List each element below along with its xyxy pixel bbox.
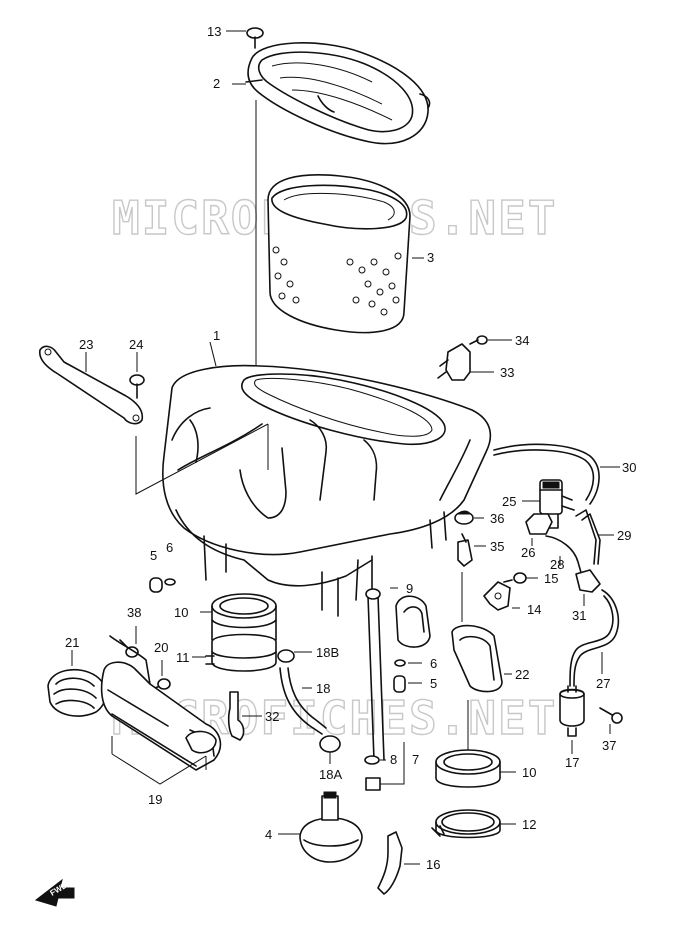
label-20: 20 <box>154 640 168 655</box>
label-5a: 5 <box>150 548 157 563</box>
label-10a: 10 <box>174 605 188 620</box>
label-13: 13 <box>207 24 221 39</box>
label-15: 15 <box>544 571 558 586</box>
label-11: 11 <box>176 650 190 665</box>
label-34: 34 <box>515 333 529 348</box>
part-11-clamp-left[interactable] <box>192 633 277 672</box>
label-8: 8 <box>390 752 397 767</box>
part-4-actuator[interactable] <box>278 791 363 863</box>
label-36: 36 <box>490 511 504 526</box>
part-28-pipe[interactable] <box>545 535 583 577</box>
part-26-clamp[interactable] <box>525 513 553 546</box>
label-18a: 18A <box>319 767 342 782</box>
label-6b: 6 <box>430 656 437 671</box>
label-16: 16 <box>426 857 440 872</box>
part-13-screw[interactable] <box>226 27 264 49</box>
part-6-clip-left[interactable] <box>164 578 176 586</box>
part-18b-cap[interactable] <box>277 649 312 663</box>
part-33-holder[interactable] <box>437 343 494 381</box>
label-31: 31 <box>572 608 586 623</box>
label-14: 14 <box>527 602 541 617</box>
filter-mesh-texture <box>272 246 402 316</box>
label-29: 29 <box>617 528 631 543</box>
label-2: 2 <box>213 76 220 91</box>
label-18: 18 <box>316 681 330 696</box>
label-23: 23 <box>79 337 93 352</box>
part-15-bolt[interactable] <box>503 572 538 584</box>
label-28: 28 <box>550 557 564 572</box>
part-3-filter-element[interactable] <box>267 174 424 334</box>
label-10b: 10 <box>522 765 536 780</box>
part-2-cover[interactable] <box>232 42 431 380</box>
label-6a: 6 <box>166 540 173 555</box>
part-10-joint-left[interactable] <box>200 593 277 641</box>
part-21-boot[interactable] <box>47 650 107 717</box>
part-19-inlet-duct[interactable] <box>100 635 222 785</box>
label-21: 21 <box>65 635 79 650</box>
label-4: 4 <box>265 827 272 842</box>
label-1: 1 <box>213 328 220 343</box>
label-7: 7 <box>412 752 419 767</box>
part-29-hose[interactable] <box>575 509 614 565</box>
part-5-collar-right[interactable] <box>393 675 422 693</box>
label-9: 9 <box>406 581 413 596</box>
fwd-arrow-icon: FWD <box>34 878 75 907</box>
label-38: 38 <box>127 605 141 620</box>
label-35: 35 <box>490 539 504 554</box>
part-37-screw[interactable] <box>599 707 623 734</box>
label-17: 17 <box>565 755 579 770</box>
label-26: 26 <box>521 545 535 560</box>
part-1-air-cleaner-box[interactable] <box>135 341 492 617</box>
label-32: 32 <box>265 709 279 724</box>
part-18-hose[interactable] <box>279 667 327 735</box>
label-19: 19 <box>148 792 162 807</box>
part-18a-clamp[interactable] <box>319 735 341 764</box>
label-5b: 5 <box>430 676 437 691</box>
part-24-bolt[interactable] <box>129 352 145 399</box>
label-12: 12 <box>522 817 536 832</box>
label-24: 24 <box>129 337 143 352</box>
part-23-bracket[interactable] <box>38 345 144 425</box>
label-37: 37 <box>602 738 616 753</box>
label-18b: 18B <box>316 645 339 660</box>
part-25-valve[interactable] <box>522 479 575 529</box>
part-7-drain-tube[interactable] <box>365 588 405 791</box>
part-34-screw[interactable] <box>469 335 512 345</box>
part-17-check-valve[interactable] <box>559 685 585 754</box>
label-3: 3 <box>427 250 434 265</box>
label-27: 27 <box>596 676 610 691</box>
part-12-clamp[interactable] <box>431 809 516 839</box>
part-10-joint-right[interactable] <box>435 700 516 788</box>
label-33: 33 <box>500 365 514 380</box>
part-32-bracket[interactable] <box>227 691 262 741</box>
part-22-duct[interactable] <box>451 572 512 693</box>
callout-labels: 13 2 3 1 23 24 34 33 30 25 36 29 6 5 35 … <box>65 24 636 872</box>
part-9-seal[interactable] <box>390 587 431 648</box>
part-5-collar-left[interactable] <box>149 577 163 593</box>
part-30-hose[interactable] <box>493 443 620 505</box>
part-31-joint[interactable] <box>575 569 601 606</box>
label-30: 30 <box>622 460 636 475</box>
part-36-cap[interactable] <box>454 510 484 525</box>
label-22: 22 <box>515 667 529 682</box>
part-35-drain-plug[interactable] <box>457 533 486 567</box>
part-27-hose[interactable] <box>569 589 620 687</box>
part-16-bracket[interactable] <box>377 831 420 895</box>
part-14-bracket[interactable] <box>483 581 520 611</box>
part-6-clip-right[interactable] <box>394 659 422 667</box>
part-8-clamp[interactable] <box>364 755 386 765</box>
label-25: 25 <box>502 494 516 509</box>
